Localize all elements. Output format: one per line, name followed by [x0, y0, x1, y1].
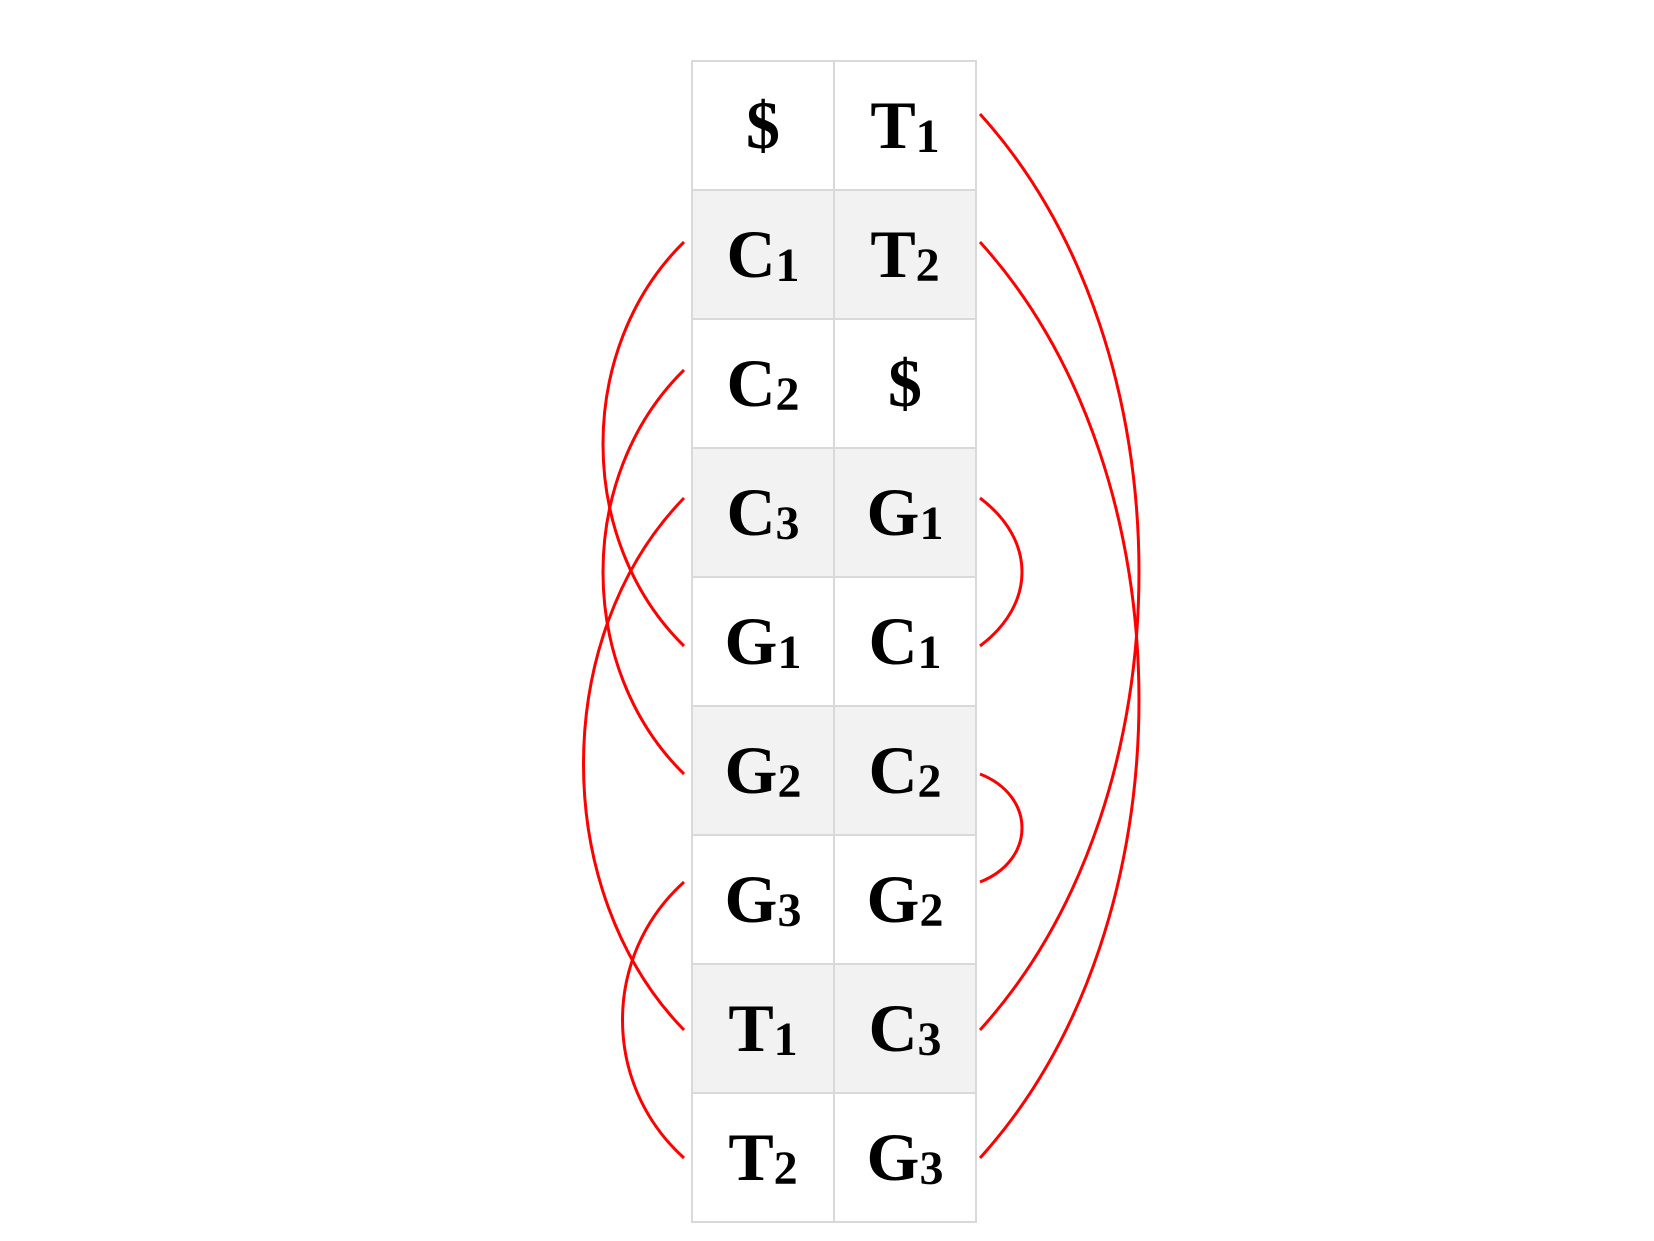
matrix-row: G3 G2	[691, 834, 977, 965]
first-column-cell: T2	[691, 1092, 835, 1223]
right-mapping-arrow	[979, 772, 1024, 884]
right-mapping-arrow	[978, 240, 1141, 1160]
matrix-row: G1 C1	[691, 576, 977, 707]
matrix-row: C1 T2	[691, 189, 977, 320]
last-column-cell: C3	[833, 963, 977, 1094]
last-column-cell: C2	[833, 705, 977, 836]
matrix-row: T1 C3	[691, 963, 977, 1094]
last-column-cell: $	[833, 318, 977, 449]
first-column-cell: C2	[691, 318, 835, 449]
matrix-row: C2 $	[691, 318, 977, 449]
first-column-cell: C3	[691, 447, 835, 578]
last-column-cell: C1	[833, 576, 977, 707]
matrix-row: C3 G1	[691, 447, 977, 578]
last-column-cell: G1	[833, 447, 977, 578]
first-column-cell: C1	[691, 189, 835, 320]
right-mapping-arrow	[978, 112, 1141, 1032]
matrix-row: G2 C2	[691, 705, 977, 836]
first-column-cell: G2	[691, 705, 835, 836]
matrix-row: T2 G3	[691, 1092, 977, 1223]
right-mapping-arrow	[979, 496, 1024, 648]
first-column-cell: G3	[691, 834, 835, 965]
left-mapping-arrow	[601, 368, 686, 776]
bwt-matrix-table: $ T1 C1 T2 C2 $ C3 G1 G1 C1 G2 C2	[691, 60, 977, 1223]
last-column-cell: T2	[833, 189, 977, 320]
first-column-cell: $	[691, 60, 835, 191]
last-column-cell: G3	[833, 1092, 977, 1223]
first-column-cell: G1	[691, 576, 835, 707]
left-mapping-arrow	[621, 880, 686, 1160]
last-column-cell: T1	[833, 60, 977, 191]
first-column-cell: T1	[691, 963, 835, 1094]
matrix-row: $ T1	[691, 60, 977, 191]
last-column-cell: G2	[833, 834, 977, 965]
left-mapping-arrow	[582, 496, 686, 1032]
left-mapping-arrow	[601, 240, 686, 648]
